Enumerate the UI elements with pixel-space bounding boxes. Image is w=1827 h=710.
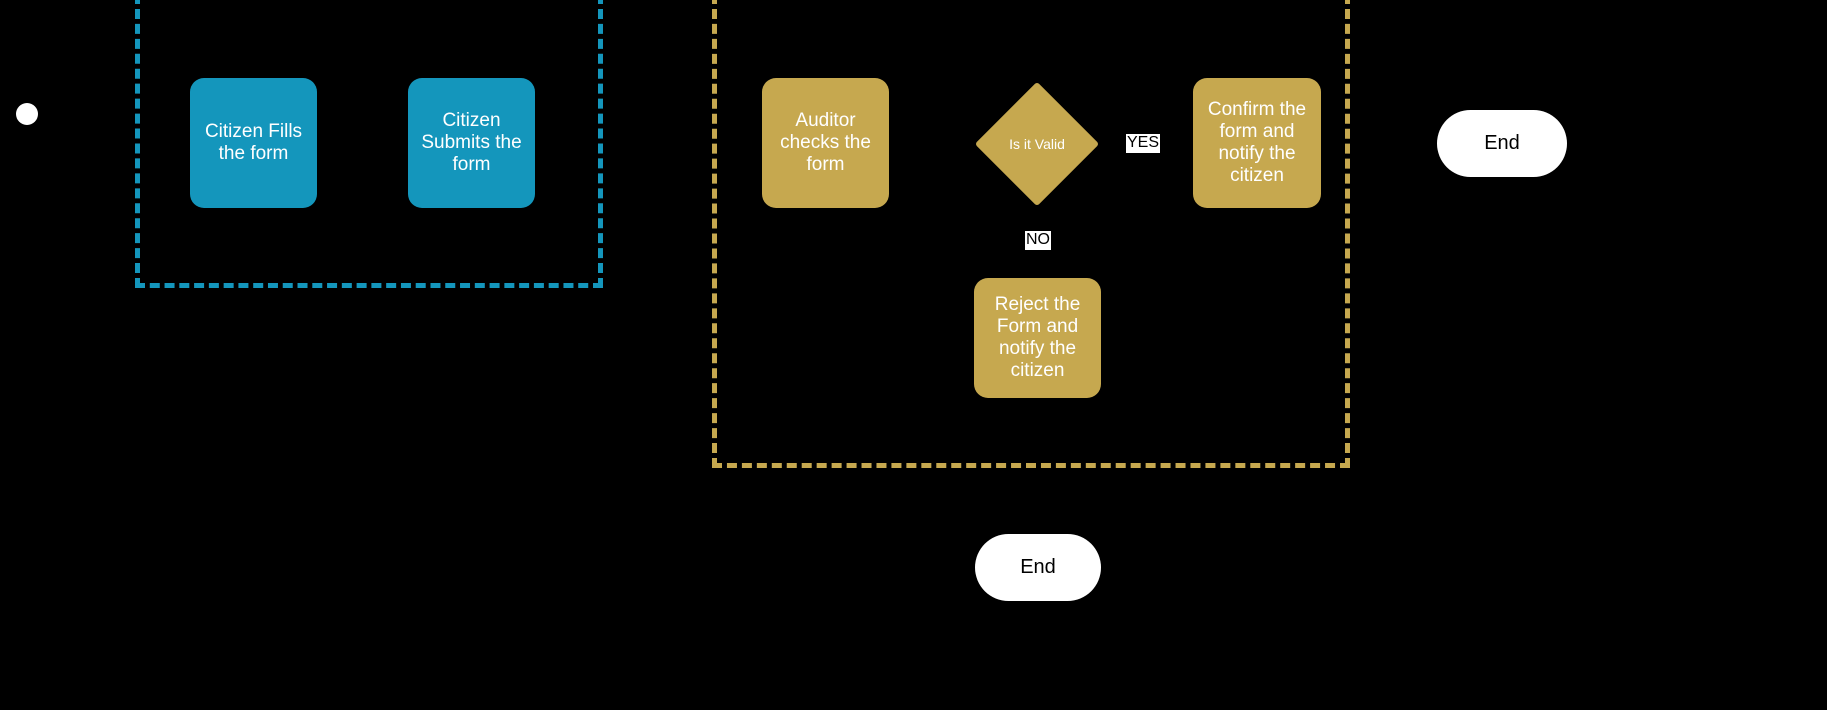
auditor-lane <box>712 0 1350 468</box>
node-citizen-submits-the-form[interactable]: Citizen Submits the form <box>408 78 535 208</box>
node-citizen-fills-the-form[interactable]: Citizen Fills the form <box>190 78 317 208</box>
node-reject-form-and-notify-citizen[interactable]: Reject the Form and notify the citizen <box>974 278 1101 398</box>
citizen-lane <box>135 0 603 288</box>
decision-is-it-valid[interactable]: Is it Valid <box>974 81 1100 207</box>
end-node-confirm-branch[interactable]: End <box>1437 110 1567 177</box>
node-auditor-checks-the-form[interactable]: Auditor checks the form <box>762 78 889 208</box>
node-confirm-form-and-notify-citizen[interactable]: Confirm the form and notify the citizen <box>1193 78 1321 208</box>
edge-label-no: NO <box>1025 231 1051 250</box>
decision-label: Is it Valid <box>1009 136 1065 152</box>
edge-label-yes: YES <box>1126 134 1161 153</box>
start-node[interactable] <box>16 103 38 125</box>
end-node-reject-branch[interactable]: End <box>975 534 1101 601</box>
